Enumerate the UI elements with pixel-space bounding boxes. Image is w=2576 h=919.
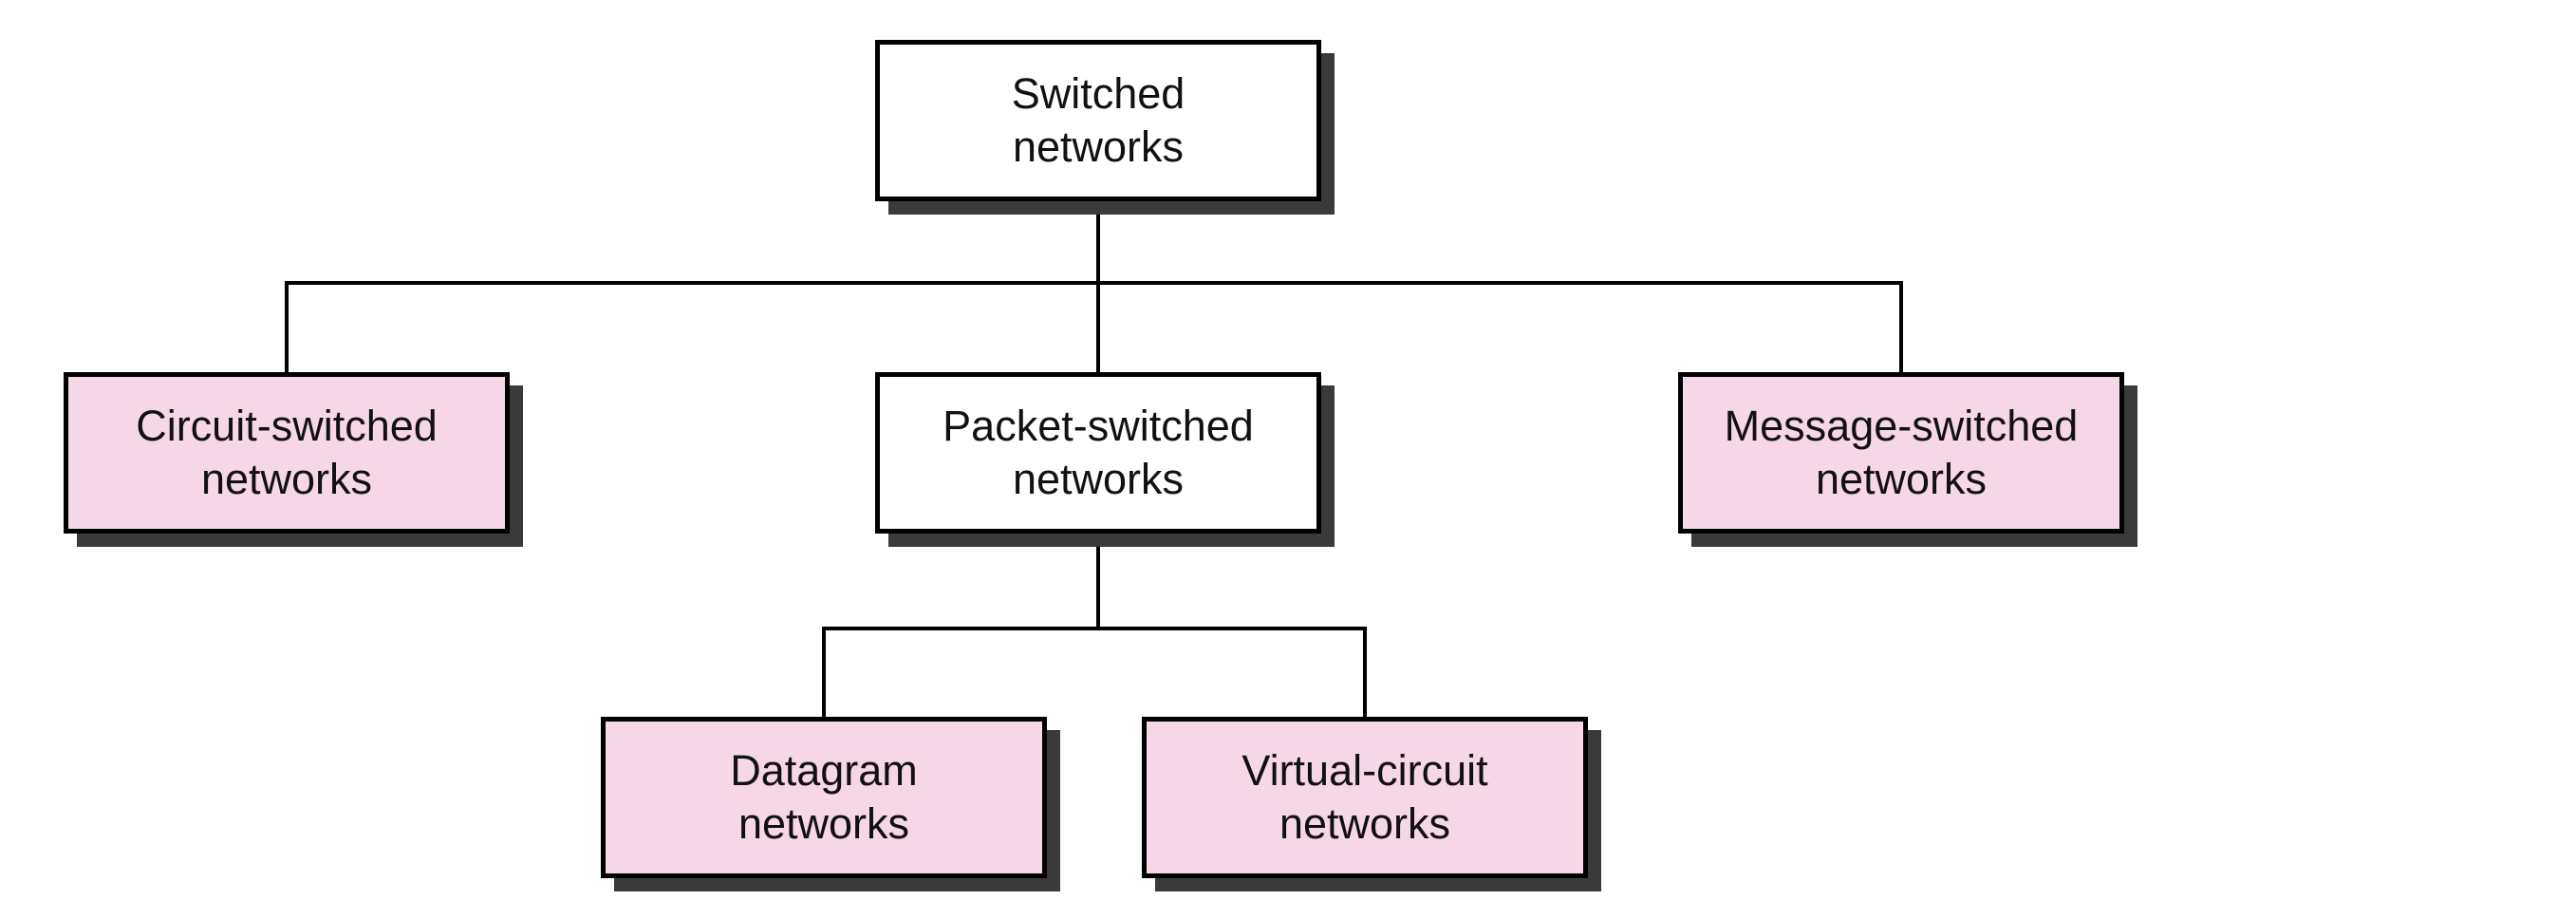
node-message-switched-networks-label: Message-switched networks xyxy=(1724,402,2079,503)
node-message-switched-networks: Message-switched networks xyxy=(1678,372,2124,534)
node-switched-networks: Switched networks xyxy=(875,40,1321,201)
connector-level1-horizontal xyxy=(285,281,1903,285)
connector-to-datagram xyxy=(822,627,826,719)
connector-level2-horizontal xyxy=(822,627,1367,630)
node-circuit-switched-networks: Circuit-switched networks xyxy=(64,372,510,534)
node-packet-switched-networks-label: Packet-switched networks xyxy=(943,402,1254,503)
node-datagram-networks-label: Datagram networks xyxy=(730,746,918,848)
connector-to-message-switched xyxy=(1899,281,1903,374)
connector-root-stem xyxy=(1096,201,1100,285)
connector-to-circuit-switched xyxy=(285,281,289,374)
connector-to-packet-switched xyxy=(1096,281,1100,374)
node-virtual-circuit-networks-label: Virtual-circuit networks xyxy=(1241,746,1488,848)
node-datagram-networks: Datagram networks xyxy=(601,717,1047,878)
connector-to-virtual-circuit xyxy=(1363,627,1367,719)
node-circuit-switched-networks-label: Circuit-switched networks xyxy=(136,402,438,503)
connector-packet-stem xyxy=(1096,534,1100,630)
node-switched-networks-label: Switched networks xyxy=(1011,69,1185,171)
node-packet-switched-networks: Packet-switched networks xyxy=(875,372,1321,534)
node-virtual-circuit-networks: Virtual-circuit networks xyxy=(1142,717,1588,878)
